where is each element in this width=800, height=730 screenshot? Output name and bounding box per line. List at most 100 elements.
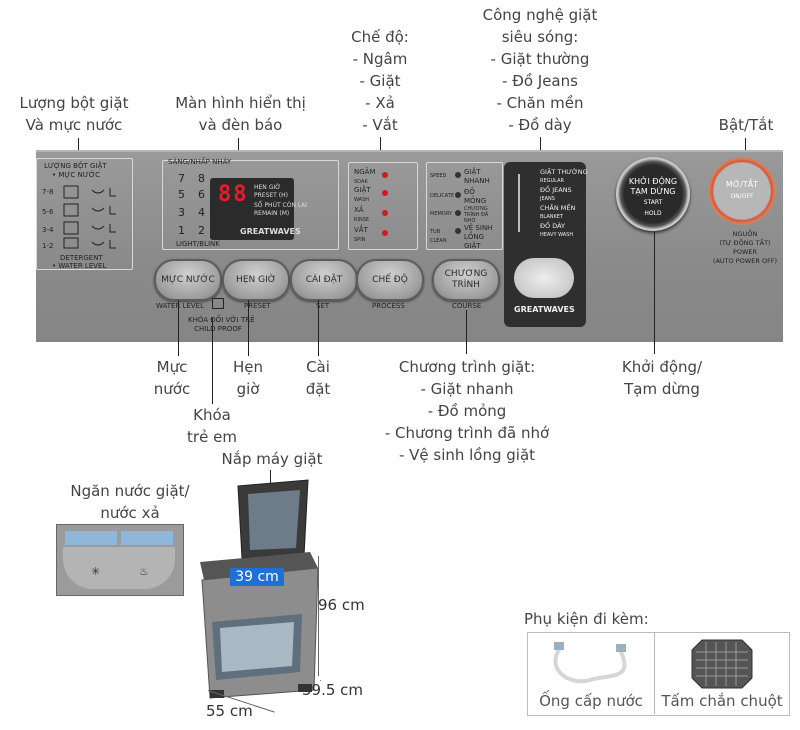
annotation-process: Chế độ: - Ngâm - Giặt - Xả - Vắt	[351, 28, 409, 134]
display-brand: GREATWAVES	[240, 227, 301, 236]
annotation-display: Màn hình hiển thị và đèn báo	[175, 94, 306, 134]
remain-line1: SỐ PHÚT CÒN LẠI	[254, 202, 308, 209]
course-button[interactable]: CHƯƠNG TRÌNH	[432, 259, 500, 301]
snowflake-icon: ✳	[91, 565, 101, 578]
dispenser-image: ✳ ♨	[56, 524, 184, 596]
width-label: 55 cm	[206, 702, 253, 720]
course-thin: ĐỒ MỎNG	[464, 188, 487, 205]
annotation-detergent: Lượng bột giặt Và mực nước	[19, 94, 129, 134]
process-button[interactable]: CHẾ ĐỘ	[356, 259, 424, 301]
process-box	[348, 162, 418, 250]
num-2: 2	[198, 224, 205, 237]
power-caption: NGUỒN(TỰ ĐỘNG TẮT) POWER(AUTO POWER OFF)	[712, 230, 778, 265]
detergent-title: LƯỢNG BỘT GIẶT	[44, 162, 107, 170]
led-spin	[382, 230, 388, 236]
course-tub-vi: VỆ SINH LỒNG GIẶT	[464, 224, 493, 250]
accessories-title: Phụ kiện đi kèm:	[524, 610, 649, 628]
annotation-dispenser: Ngăn nước giặt/ nước xả	[70, 482, 190, 522]
detergent-foot2: • WATER LEVEL	[52, 262, 107, 270]
preset-line2: PRESET (H)	[254, 192, 288, 199]
accessories-divider	[654, 632, 655, 714]
led-course-1	[455, 172, 461, 178]
mouse-guard-icon	[691, 639, 753, 689]
led-course-4	[455, 228, 461, 234]
detergent-scoop-icons	[63, 185, 116, 249]
led-rinse	[382, 210, 388, 216]
preset-button[interactable]: HẸN GIỜ	[222, 259, 290, 301]
leader-start	[654, 232, 655, 354]
depth-label: 59.5 cm	[302, 681, 364, 699]
accessories-box	[527, 632, 790, 716]
annotation-greatwaves: Công nghệ giặt siêu sóng: - Giặt thường …	[482, 6, 598, 134]
led-soak	[382, 172, 388, 178]
level-7-8: 7-8	[42, 188, 54, 196]
detergent-sub: • MỰC NƯỚC	[52, 171, 101, 179]
lock-icon	[212, 298, 224, 309]
lcd-display: 88 HẸN GIỜ PRESET (H) SỐ PHÚT CÒN LẠI RE…	[210, 178, 307, 240]
remain-line2: REMAIN (M)	[254, 210, 290, 217]
set-button[interactable]: CÀI ĐẶT	[290, 259, 358, 301]
light-foot: LIGHT/BLINK	[176, 240, 220, 248]
annotation-course: Chương trình giặt: - Giặt nhanh - Đồ mỏn…	[384, 358, 550, 464]
dim-line-height	[318, 556, 319, 676]
set-label: SET	[316, 302, 330, 310]
led-course-3	[455, 210, 461, 216]
leader-child	[212, 318, 213, 404]
accessory-guard-label: Tấm chắn chuột	[661, 692, 783, 710]
course-speed: SPEED	[430, 173, 447, 179]
light-title: SÁNG/NHẤP NHÁY	[168, 158, 232, 166]
annotation-child-lock: Khóa trẻ em	[187, 406, 237, 446]
level-1-2: 1-2	[42, 242, 54, 250]
accessory-hose-label: Ống cấp nước	[539, 692, 643, 710]
leader-detergent	[78, 138, 79, 160]
num-7: 7	[178, 172, 185, 185]
leader-water	[178, 300, 179, 356]
annotation-water-level: Mực nước	[153, 358, 191, 398]
gw-wave-logo	[514, 258, 574, 298]
lcd-digits: 88	[218, 182, 249, 207]
annotation-lid: Nắp máy giặt	[221, 450, 323, 468]
level-5-6: 5-6	[42, 208, 54, 216]
detergent-foot: DETERGENT	[60, 254, 103, 262]
led-wash	[382, 190, 388, 196]
softener-icon: ♨	[139, 565, 149, 578]
leader-preset	[248, 300, 249, 356]
course-label: COURSE	[452, 302, 482, 310]
course-tubclean: TUB CLEAN	[430, 229, 447, 244]
leader-course	[466, 310, 467, 354]
annotation-set: Cài đặt	[305, 358, 331, 398]
display-box	[162, 160, 339, 250]
num-8: 8	[198, 172, 205, 185]
num-5: 5	[178, 188, 185, 201]
preset-label: PRESET	[244, 302, 271, 310]
height-label: 96 cm	[318, 596, 365, 614]
preset-line1: HẸN GIỜ	[254, 184, 281, 191]
gw-selector-line	[518, 174, 520, 232]
course-memory: MEMORY	[430, 211, 452, 217]
water-level-button[interactable]: MỰC NƯỚC	[154, 259, 222, 301]
annotation-start: Khởi động/ Tạm dừng	[621, 358, 703, 398]
course-box	[426, 162, 503, 250]
course-quick: GIẶT NHANH	[464, 168, 490, 185]
num-4: 4	[198, 206, 205, 219]
process-label: PROCESS	[372, 302, 405, 310]
led-course-2	[455, 192, 461, 198]
course-memory-vi: CHƯƠNG TRÌNH ĐÃ NHỚ	[464, 206, 489, 224]
annotation-power: Bật/Tắt	[718, 116, 774, 134]
annotation-preset: Hẹn giờ	[232, 358, 263, 398]
level-3-4: 3-4	[42, 226, 54, 234]
detergent-box	[36, 158, 133, 270]
